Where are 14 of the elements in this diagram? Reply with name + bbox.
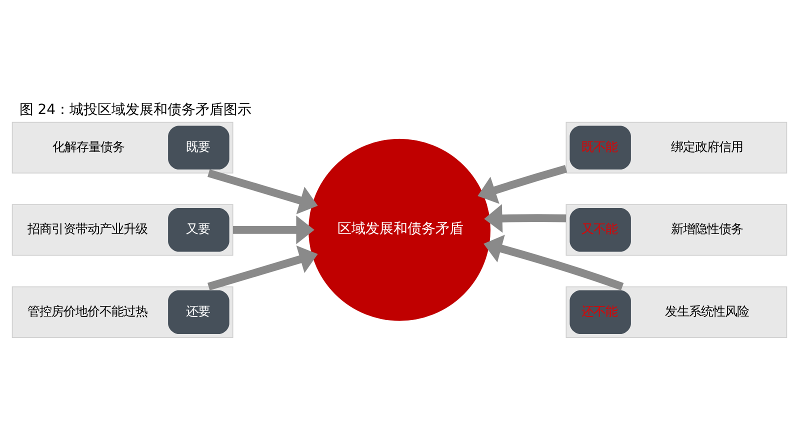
node-box: 还不能 发生系统性风险 (566, 286, 788, 338)
node-box: 又不能 新增隐性债务 (566, 204, 788, 256)
node-circle: 区域发展和债务矛盾 (308, 138, 492, 322)
node-box: 管控房价地价不能过热 还要 (12, 286, 234, 338)
node-box: 化解存量债务 既要 (12, 121, 234, 173)
arrow (207, 245, 318, 290)
node-box: 招商引资带动产业升级 又要 (12, 204, 234, 256)
arrow (233, 215, 314, 244)
arrow (484, 234, 624, 290)
node-box: 既不能 绑定政府信用 (566, 121, 788, 173)
arrow (478, 164, 568, 204)
arrow (208, 168, 318, 214)
diagram-title: 图 24：城投区域发展和债务矛盾图示 (19, 102, 252, 118)
arrow (484, 204, 566, 232)
